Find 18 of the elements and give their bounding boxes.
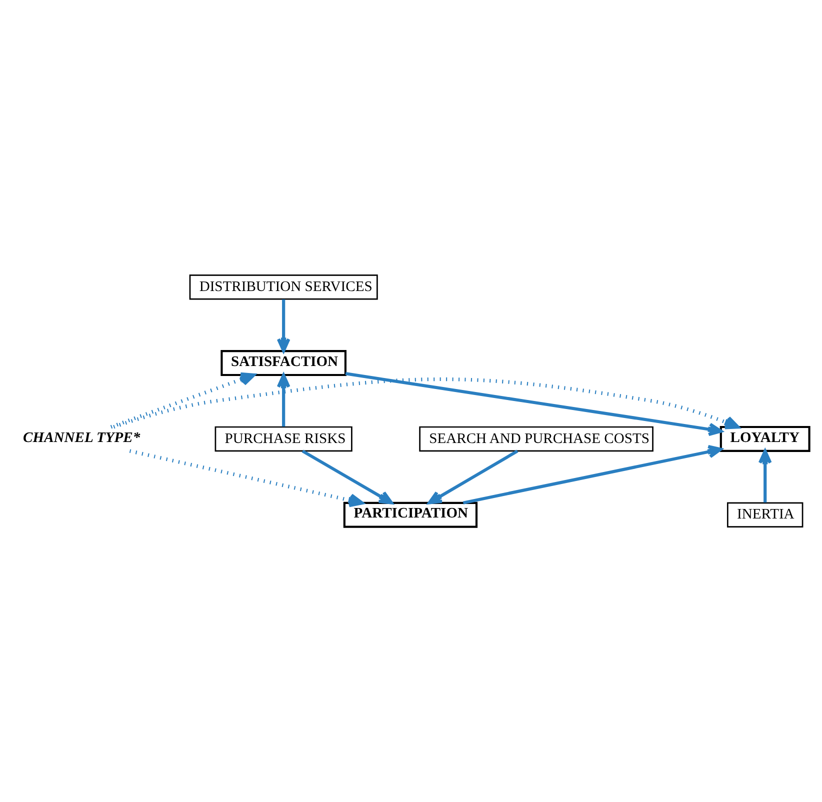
arrow: [128, 449, 363, 508]
node-box: INERTIA: [726, 502, 803, 528]
arrow: [758, 450, 772, 503]
node-box: LOYALTY: [719, 426, 810, 452]
arrow: [427, 450, 518, 504]
arrow: [276, 299, 290, 352]
arrow: [344, 372, 722, 436]
arrow: [112, 377, 739, 430]
node-box: SATISFACTION: [220, 350, 346, 376]
node-box: PARTICIPATION: [342, 502, 478, 528]
node-box: PURCHASE RISKS: [214, 426, 352, 452]
node-box: SEARCH AND PURCHASE COSTS: [418, 426, 653, 452]
arrow: [462, 445, 722, 504]
arrow: [276, 374, 290, 427]
arrow: [110, 372, 255, 429]
node-text: CHANNEL TYPE*: [22, 430, 140, 446]
arrow: [301, 450, 392, 504]
node-box: DISTRIBUTION SERVICES: [188, 274, 378, 300]
